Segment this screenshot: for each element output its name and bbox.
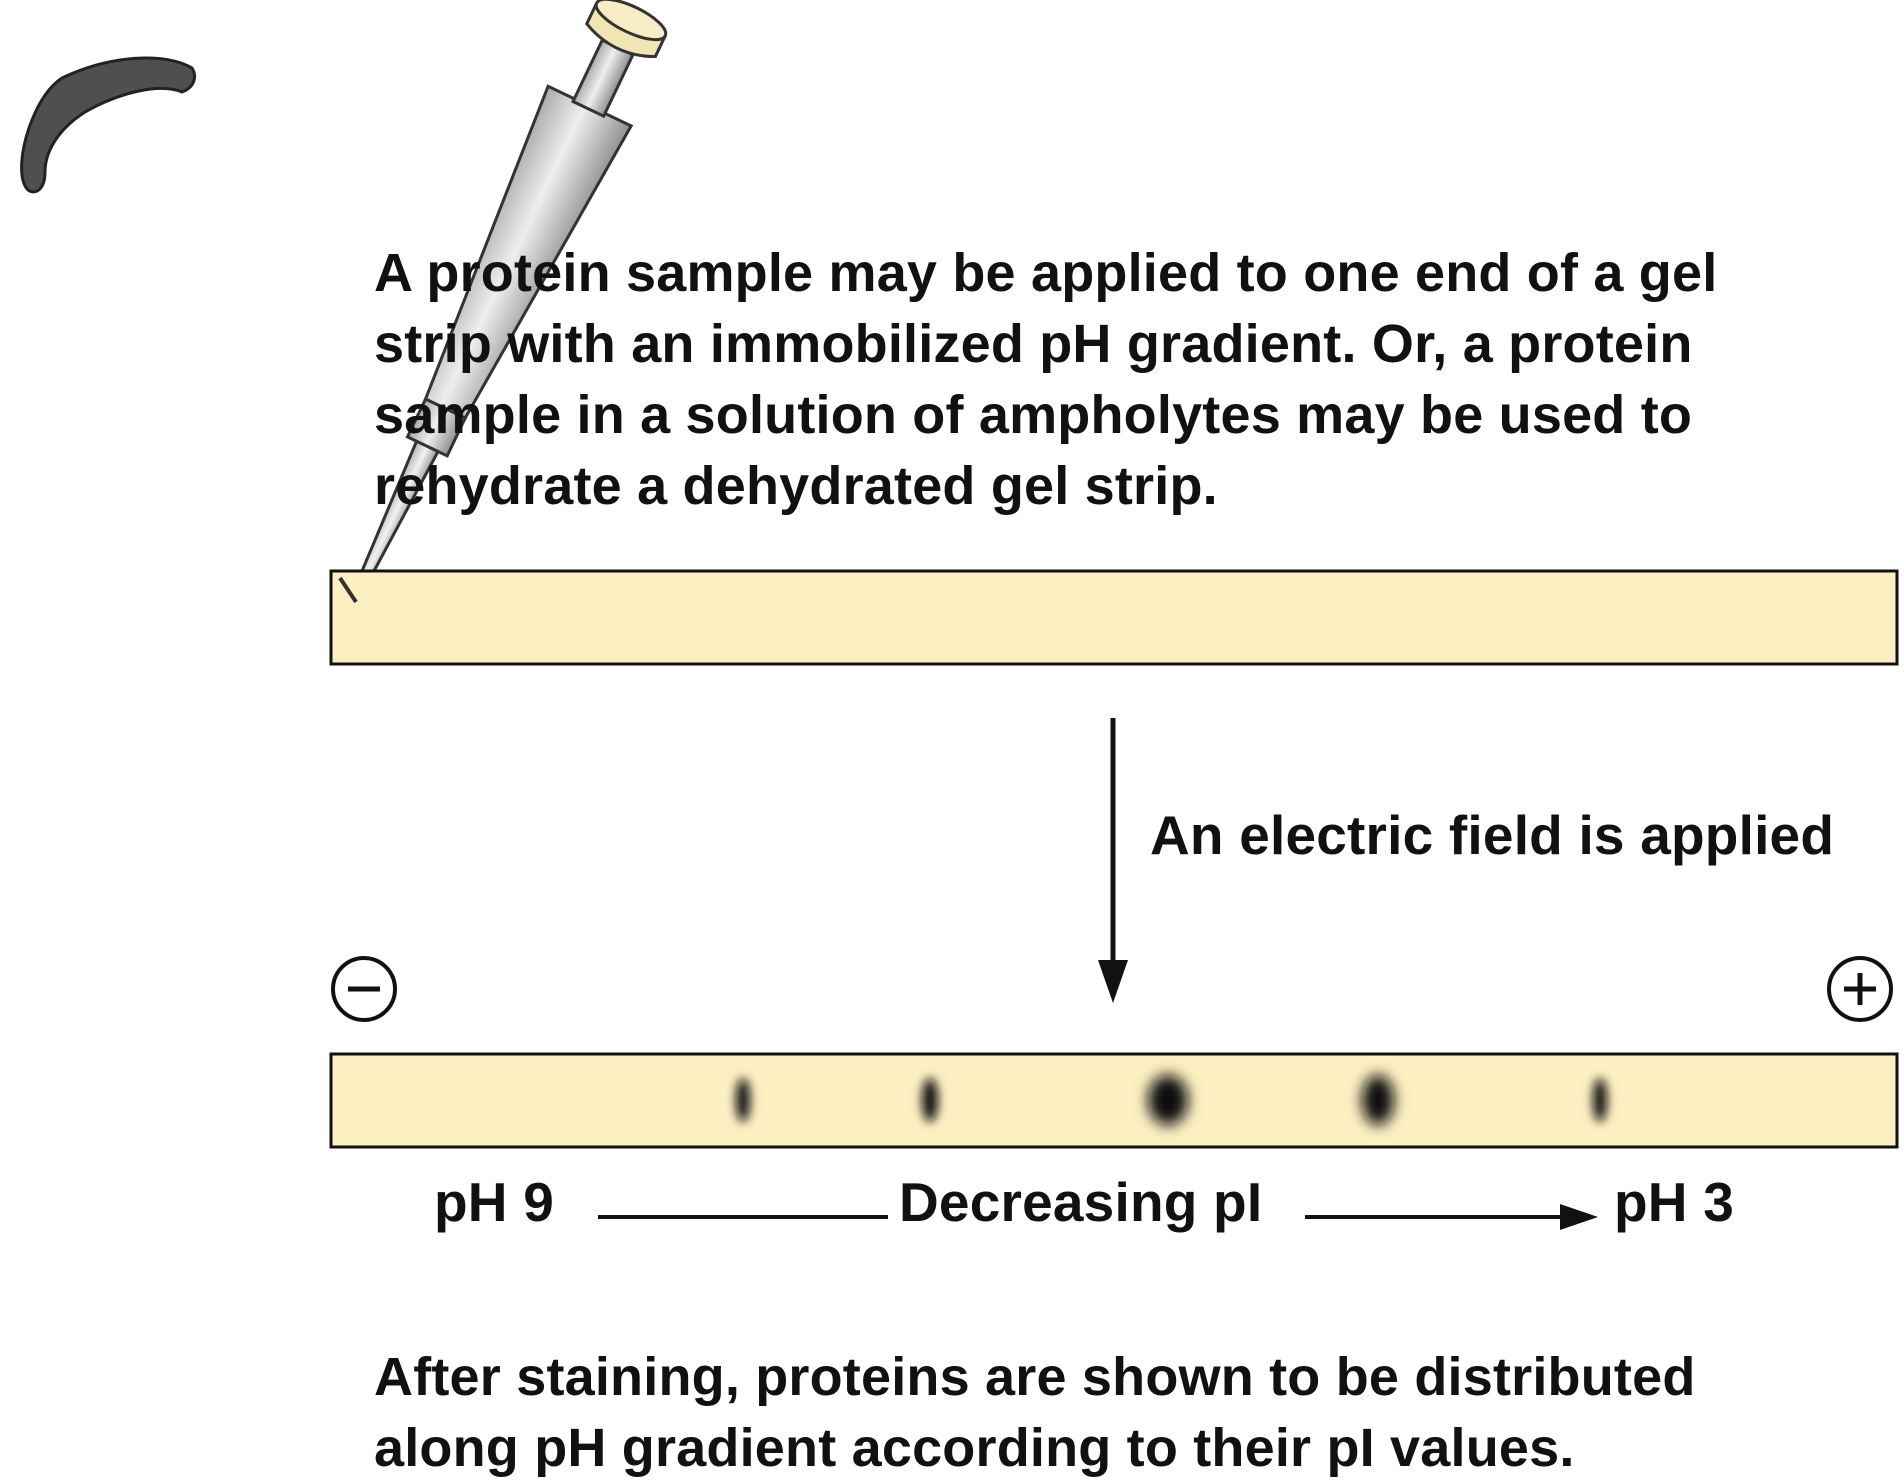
result-line: along pH gradient according to their pI … xyxy=(374,1418,1575,1478)
protein-band xyxy=(1362,1075,1394,1125)
pipette-grip xyxy=(20,56,197,194)
ph-high-label: pH 9 xyxy=(434,1171,554,1233)
protein-band xyxy=(922,1078,938,1122)
minus-circle-icon xyxy=(331,956,397,1022)
pipette-body xyxy=(423,84,634,420)
intro-caption: A protein sample may be applied to one e… xyxy=(374,238,1894,522)
ph-low-label: pH 3 xyxy=(1614,1171,1734,1233)
intro-line: sample in a solution of ampholytes may b… xyxy=(374,385,1693,445)
gradient-label: Decreasing pI xyxy=(899,1171,1263,1233)
intro-line: strip with an immobilized pH gradient. O… xyxy=(374,314,1693,374)
arrow-down-icon xyxy=(1098,718,1128,1003)
protein-band xyxy=(1148,1075,1188,1125)
pipette-icon xyxy=(349,0,668,602)
protein-band xyxy=(1593,1078,1607,1122)
gel-strip-top xyxy=(329,569,1899,666)
step-label: An electric field is applied xyxy=(1150,804,1835,866)
protein-band xyxy=(736,1078,750,1122)
result-line: After staining, proteins are shown to be… xyxy=(374,1347,1696,1407)
intro-line: rehydrate a dehydrated gel strip. xyxy=(374,456,1218,516)
gel-strip-bottom xyxy=(329,1052,1899,1149)
intro-line: A protein sample may be applied to one e… xyxy=(374,243,1718,303)
arrow-right-icon xyxy=(1305,1204,1598,1230)
plus-circle-icon xyxy=(1827,956,1893,1022)
result-caption: After staining, proteins are shown to be… xyxy=(374,1342,1894,1484)
